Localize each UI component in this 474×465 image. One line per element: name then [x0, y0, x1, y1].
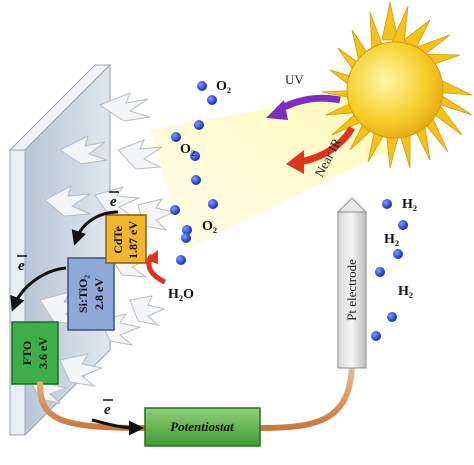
molecule-dot — [387, 312, 397, 322]
potentiostat-box: Potentiostat — [144, 407, 261, 447]
molecule-dot — [207, 95, 217, 105]
molecule-dot — [375, 267, 385, 277]
h2-label-3: H₂ — [398, 284, 413, 299]
cdte-layer: CdTe 1.87 eV — [105, 214, 147, 264]
sitio2-label: Si:TiO₂ — [76, 275, 90, 313]
h2-label-1: H₂ — [402, 197, 417, 212]
sun-icon — [321, 1, 473, 169]
cdte-gap: 1.87 eV — [126, 221, 140, 259]
sitio2-layer: Si:TiO₂ 2.8 eV — [67, 257, 115, 331]
molecule-dot — [190, 151, 200, 161]
pt-electrode: Pt electrode — [336, 197, 368, 369]
potentiostat-label: Potentiostat — [170, 419, 234, 434]
sitio2-gap: 2.8 eV — [92, 278, 106, 310]
uv-label: UV — [285, 72, 304, 87]
h2o-label: H₂O — [168, 287, 194, 302]
cdte-label: CdTe — [111, 226, 125, 254]
fto-label: FTO — [20, 341, 34, 365]
light-beam — [150, 95, 390, 250]
molecule-dot — [170, 205, 180, 215]
fto-gap: 3.6 eV — [36, 337, 50, 369]
molecule-dot — [393, 249, 403, 259]
electron-arrow-wire — [91, 418, 144, 436]
molecule-dot — [182, 225, 192, 235]
molecule-dot — [208, 199, 218, 209]
h2-label-2: H₂ — [384, 232, 399, 247]
electron-label-wire: e — [104, 402, 111, 418]
molecule-dot — [197, 81, 207, 91]
electron-label-left: e — [18, 258, 25, 274]
electron-arrow-tio2-to-fto — [10, 266, 67, 312]
o2-label-3: O₂ — [202, 219, 217, 234]
molecule-dot — [398, 220, 408, 230]
molecule-dot — [382, 199, 392, 209]
molecule-dot — [194, 120, 204, 130]
near-ir-arrow — [286, 126, 356, 174]
molecule-dot — [176, 255, 186, 265]
molecule-dot — [191, 175, 201, 185]
o2-label-2: O₂ — [180, 142, 195, 157]
electron-arrow-cdte-to-tio2 — [71, 210, 119, 246]
molecule-dot — [171, 132, 181, 142]
molecule-dots — [170, 81, 408, 341]
o2-label-1: O₂ — [216, 79, 231, 94]
electron-label-top: e — [110, 194, 117, 210]
molecule-dot — [181, 233, 191, 243]
molecule-dot — [371, 331, 381, 341]
fto-layer: FTO 3.6 eV — [11, 321, 59, 385]
nanostructure-layer — [29, 92, 176, 404]
uv-arrow — [266, 94, 341, 120]
pt-electrode-label: Pt electrode — [344, 259, 359, 321]
